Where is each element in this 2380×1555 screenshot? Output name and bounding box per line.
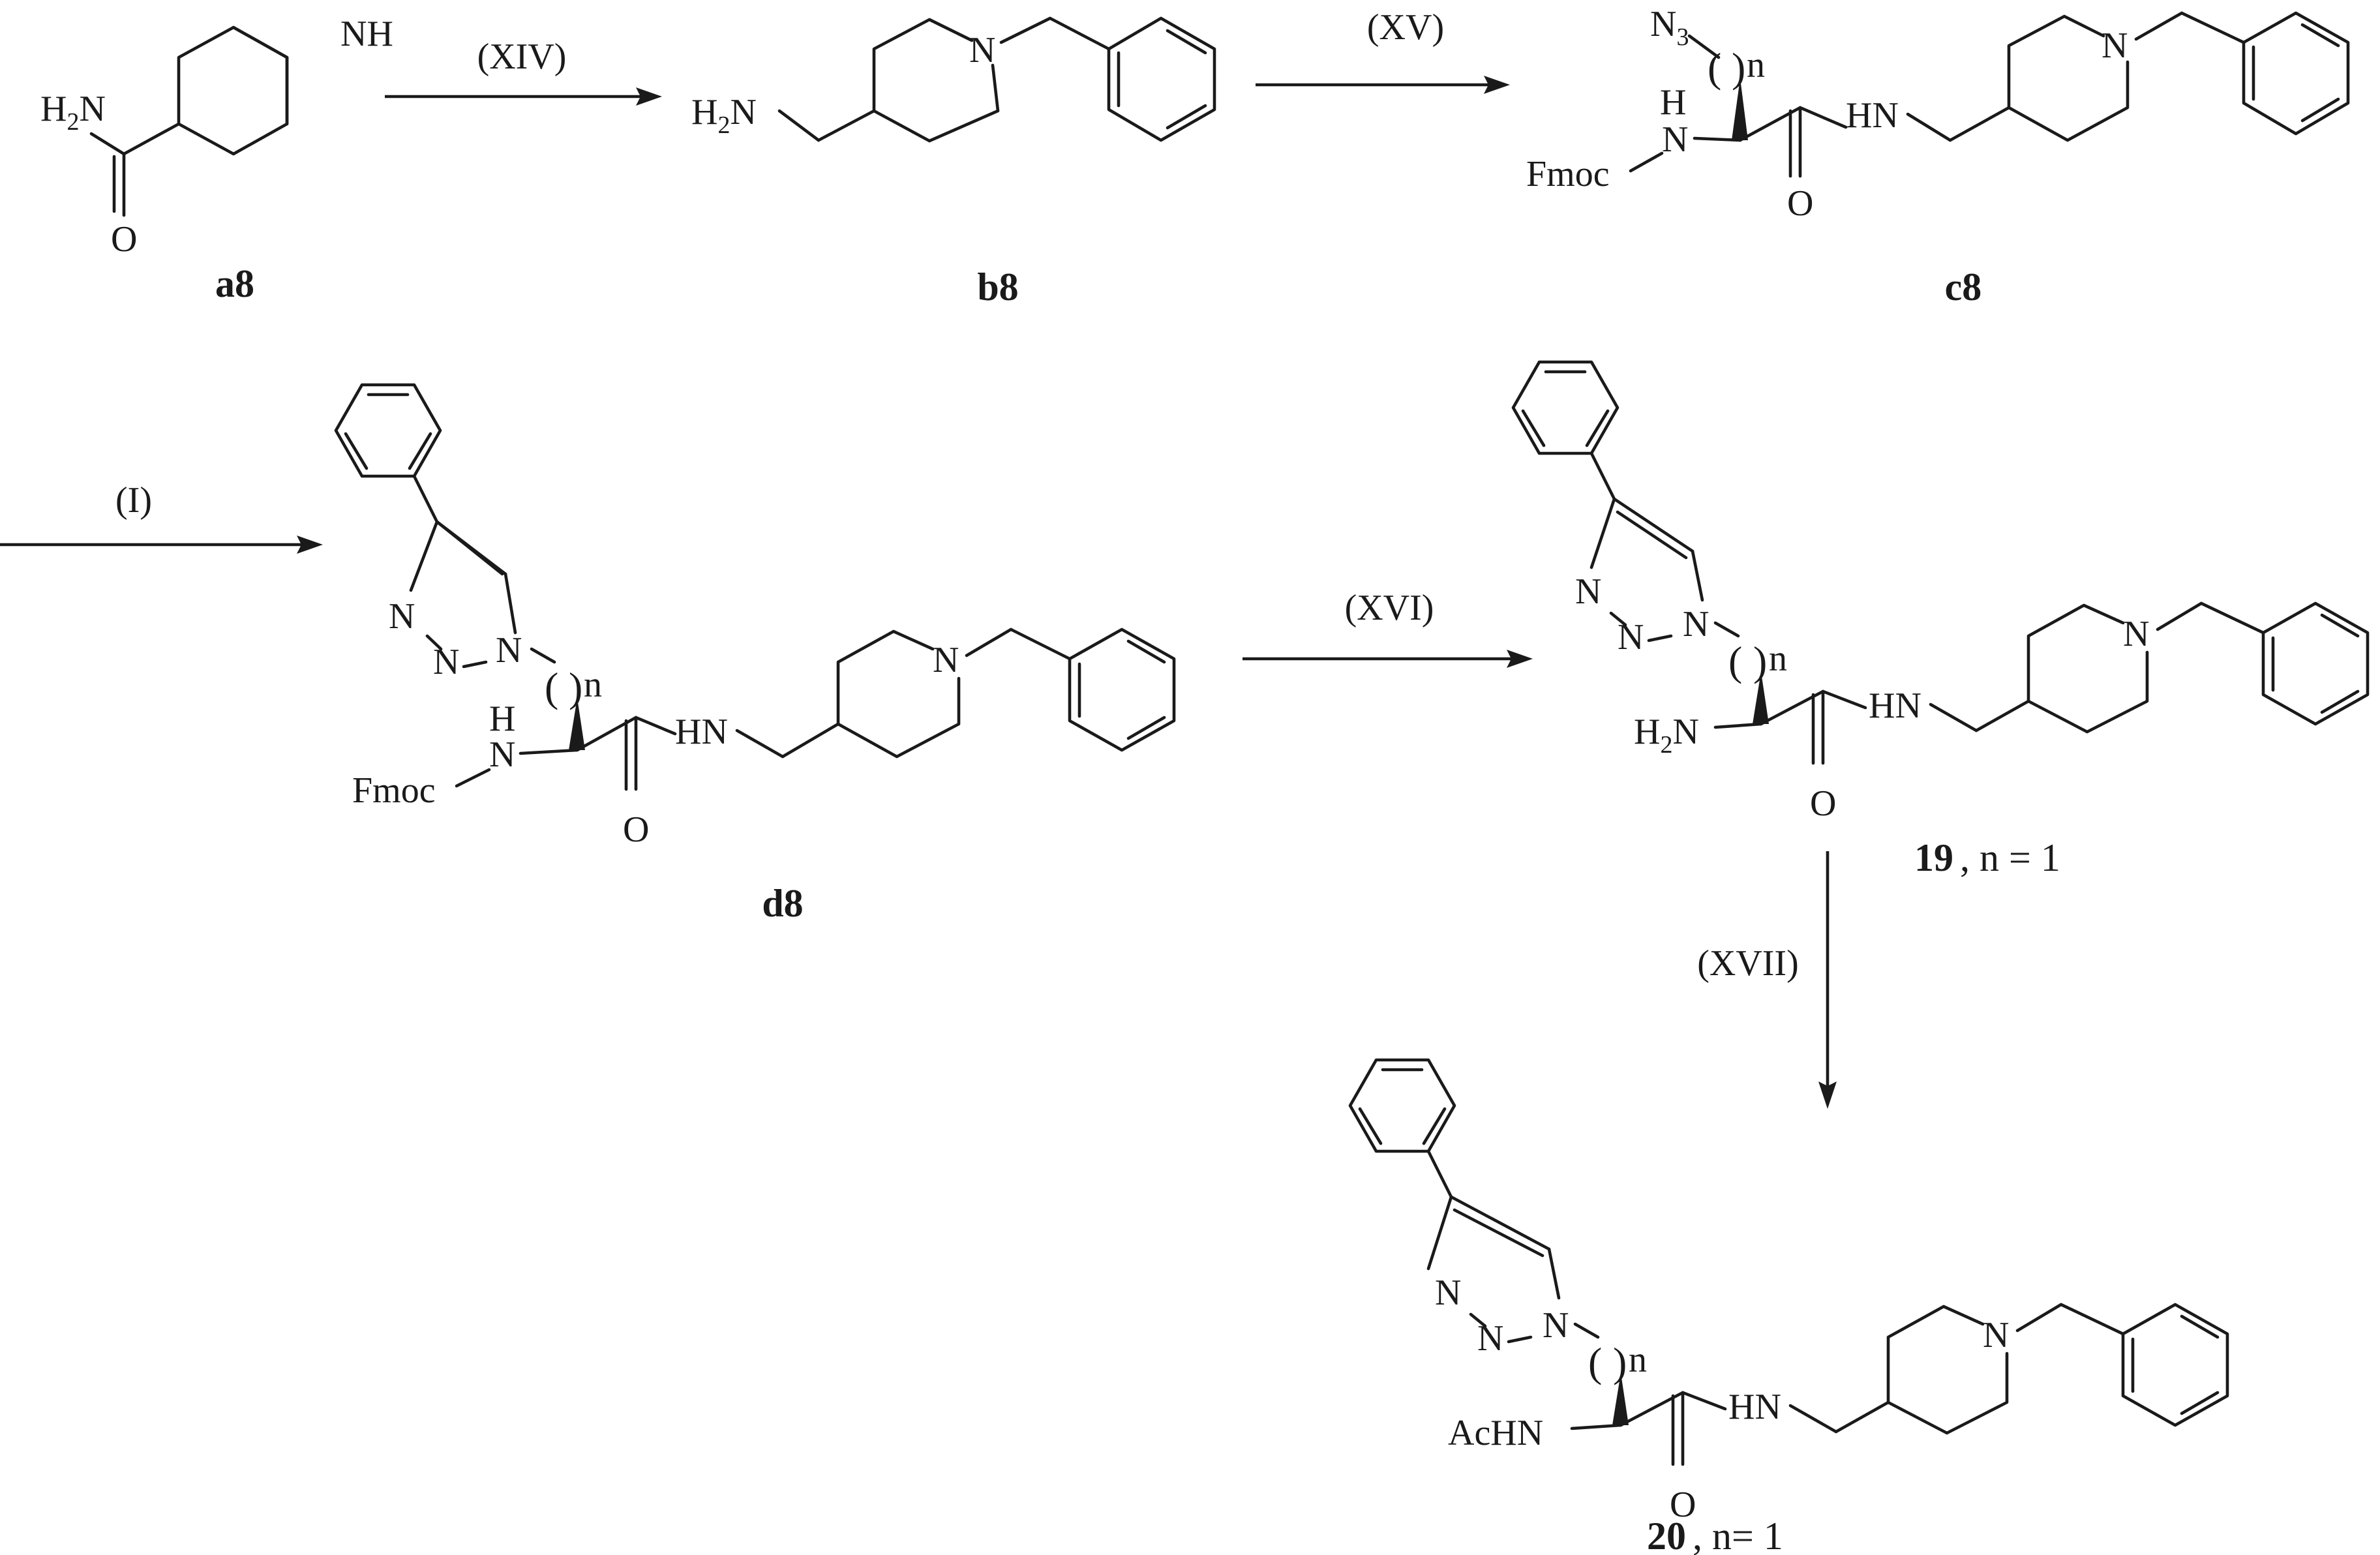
d8-index-n: n bbox=[584, 665, 602, 705]
c19-h2n-label: H2N bbox=[1634, 712, 1699, 759]
c8-compound-id: c8 bbox=[1945, 265, 1982, 309]
c19-paren-close: ) bbox=[1753, 638, 1767, 684]
d8-benzene-ring bbox=[1068, 627, 1176, 752]
compound-19: N N N ( ) n H2N O HN N 19 , n = 1 bbox=[1511, 360, 2370, 879]
c8-paren-open: ( bbox=[1708, 44, 1721, 91]
c19-paren-open: ( bbox=[1728, 638, 1742, 684]
compound-20: N N N ( ) n AcHN O HN N 20 , n= 1 bbox=[1348, 1058, 2229, 1555]
c8-h-label: H bbox=[1660, 82, 1686, 123]
c19-index-n: n bbox=[1769, 639, 1787, 679]
c19-triazole-n3: N bbox=[1683, 604, 1709, 644]
b8-benzene-ring bbox=[1107, 16, 1216, 142]
d8-h-label: H bbox=[489, 699, 515, 739]
arrow-XVII-label: (XVII) bbox=[1697, 943, 1798, 984]
arrow-XVI: (XVI) bbox=[1243, 588, 1533, 668]
b8-n-label: N bbox=[969, 30, 995, 70]
c20-paren-open: ( bbox=[1588, 1339, 1602, 1385]
c20-ring-n-label: N bbox=[1983, 1315, 2009, 1355]
arrow-XV-label: (XV) bbox=[1367, 7, 1444, 48]
compound-a8: NH H2N O a8 bbox=[40, 14, 393, 305]
c20-oxygen-label: O bbox=[1670, 1485, 1696, 1525]
c8-n-label: N bbox=[1662, 119, 1688, 160]
arrow-XIV-label: (XIV) bbox=[477, 37, 567, 77]
c19-triazole-n1: N bbox=[1575, 571, 1601, 612]
arrow-XVII: (XVII) bbox=[1697, 851, 1837, 1109]
a8-h2n-label: H2N bbox=[40, 89, 106, 136]
c8-ring-n-label: N bbox=[2101, 25, 2128, 66]
c19-hn-label: HN bbox=[1869, 686, 1921, 726]
c8-hn-label: HN bbox=[1846, 95, 1899, 136]
c19-benzene-ring bbox=[2261, 601, 2370, 726]
d8-triazole-ring bbox=[409, 520, 504, 592]
b8-h2n-label: H2N bbox=[691, 92, 757, 139]
d8-fmoc-label: Fmoc bbox=[352, 770, 436, 811]
arrow-I: (I) bbox=[0, 480, 323, 554]
compound-c8: N3 ( ) n H N Fmoc O HN N c8 bbox=[1526, 4, 2350, 309]
c19-compound-note: , n = 1 bbox=[1960, 836, 2060, 879]
b8-compound-id: b8 bbox=[977, 265, 1018, 309]
c20-paren-close: ) bbox=[1613, 1339, 1627, 1385]
c20-hn-label: HN bbox=[1728, 1387, 1781, 1427]
c20-phenyl-ring bbox=[1348, 1058, 1456, 1153]
compound-b8: H2N N b8 bbox=[691, 16, 1216, 309]
compound-d8: N N N ( ) n H N Fmoc O HN N bbox=[334, 383, 1176, 925]
d8-hn-label: HN bbox=[675, 712, 728, 752]
c8-paren-close: ) bbox=[1732, 44, 1745, 91]
arrow-XIV: (XIV) bbox=[385, 37, 662, 106]
c20-triazole-n3: N bbox=[1543, 1305, 1569, 1346]
c8-index-n: n bbox=[1747, 45, 1765, 85]
c8-oxygen-label: O bbox=[1787, 183, 1813, 224]
a8-oxygen-label: O bbox=[111, 219, 137, 260]
c20-compound-note: , n= 1 bbox=[1693, 1515, 1783, 1555]
c8-benzene-ring bbox=[2242, 11, 2350, 136]
d8-n-label: N bbox=[489, 734, 515, 775]
a8-piperidine-ring bbox=[177, 25, 289, 156]
c8-fmoc-label: Fmoc bbox=[1526, 154, 1610, 194]
a8-carboxamide: H2N O bbox=[40, 89, 181, 260]
d8-oxygen-label: O bbox=[623, 809, 649, 850]
d8-ring-n-label: N bbox=[933, 640, 959, 680]
d8-compound-id: d8 bbox=[762, 882, 803, 925]
a8-compound-id: a8 bbox=[215, 262, 254, 305]
c19-oxygen-label: O bbox=[1810, 783, 1836, 824]
c19-compound-id: 19 bbox=[1914, 836, 1953, 879]
c20-triazole-n1: N bbox=[1435, 1273, 1461, 1313]
a8-nh-label: NH bbox=[340, 14, 393, 54]
c8-azide-label: N3 bbox=[1650, 4, 1689, 51]
d8-triazole-n1: N bbox=[389, 596, 415, 637]
c20-index-n: n bbox=[1629, 1340, 1647, 1380]
d8-triazole-n2: N bbox=[433, 642, 459, 682]
arrow-XV: (XV) bbox=[1256, 7, 1510, 94]
d8-paren-open: ( bbox=[545, 664, 558, 710]
c20-compound-id: 20 bbox=[1647, 1515, 1686, 1555]
d8-phenyl-ring bbox=[334, 383, 442, 478]
c19-ring-n-label: N bbox=[2123, 614, 2149, 654]
c20-benzene-ring bbox=[2121, 1303, 2229, 1427]
arrow-I-label: (I) bbox=[115, 480, 152, 521]
d8-triazole-n3: N bbox=[496, 630, 522, 671]
c19-phenyl-ring bbox=[1511, 360, 1619, 455]
d8-paren-close: ) bbox=[569, 664, 582, 710]
arrow-XVI-label: (XVI) bbox=[1345, 588, 1434, 628]
c20-achn-label: AcHN bbox=[1448, 1413, 1543, 1453]
